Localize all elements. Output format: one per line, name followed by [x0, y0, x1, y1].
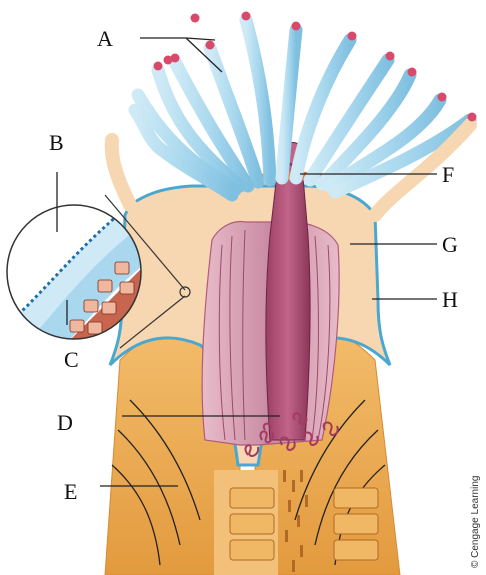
- copyright-credit: © Cengage Learning: [470, 476, 481, 568]
- label-a: A: [97, 26, 113, 51]
- label-e: E: [64, 479, 77, 504]
- label-g: G: [442, 232, 458, 257]
- label-b: B: [49, 130, 64, 155]
- label-h: H: [442, 287, 458, 312]
- label-f: F: [442, 162, 454, 187]
- label-d: D: [57, 410, 73, 435]
- label-c: C: [64, 347, 79, 372]
